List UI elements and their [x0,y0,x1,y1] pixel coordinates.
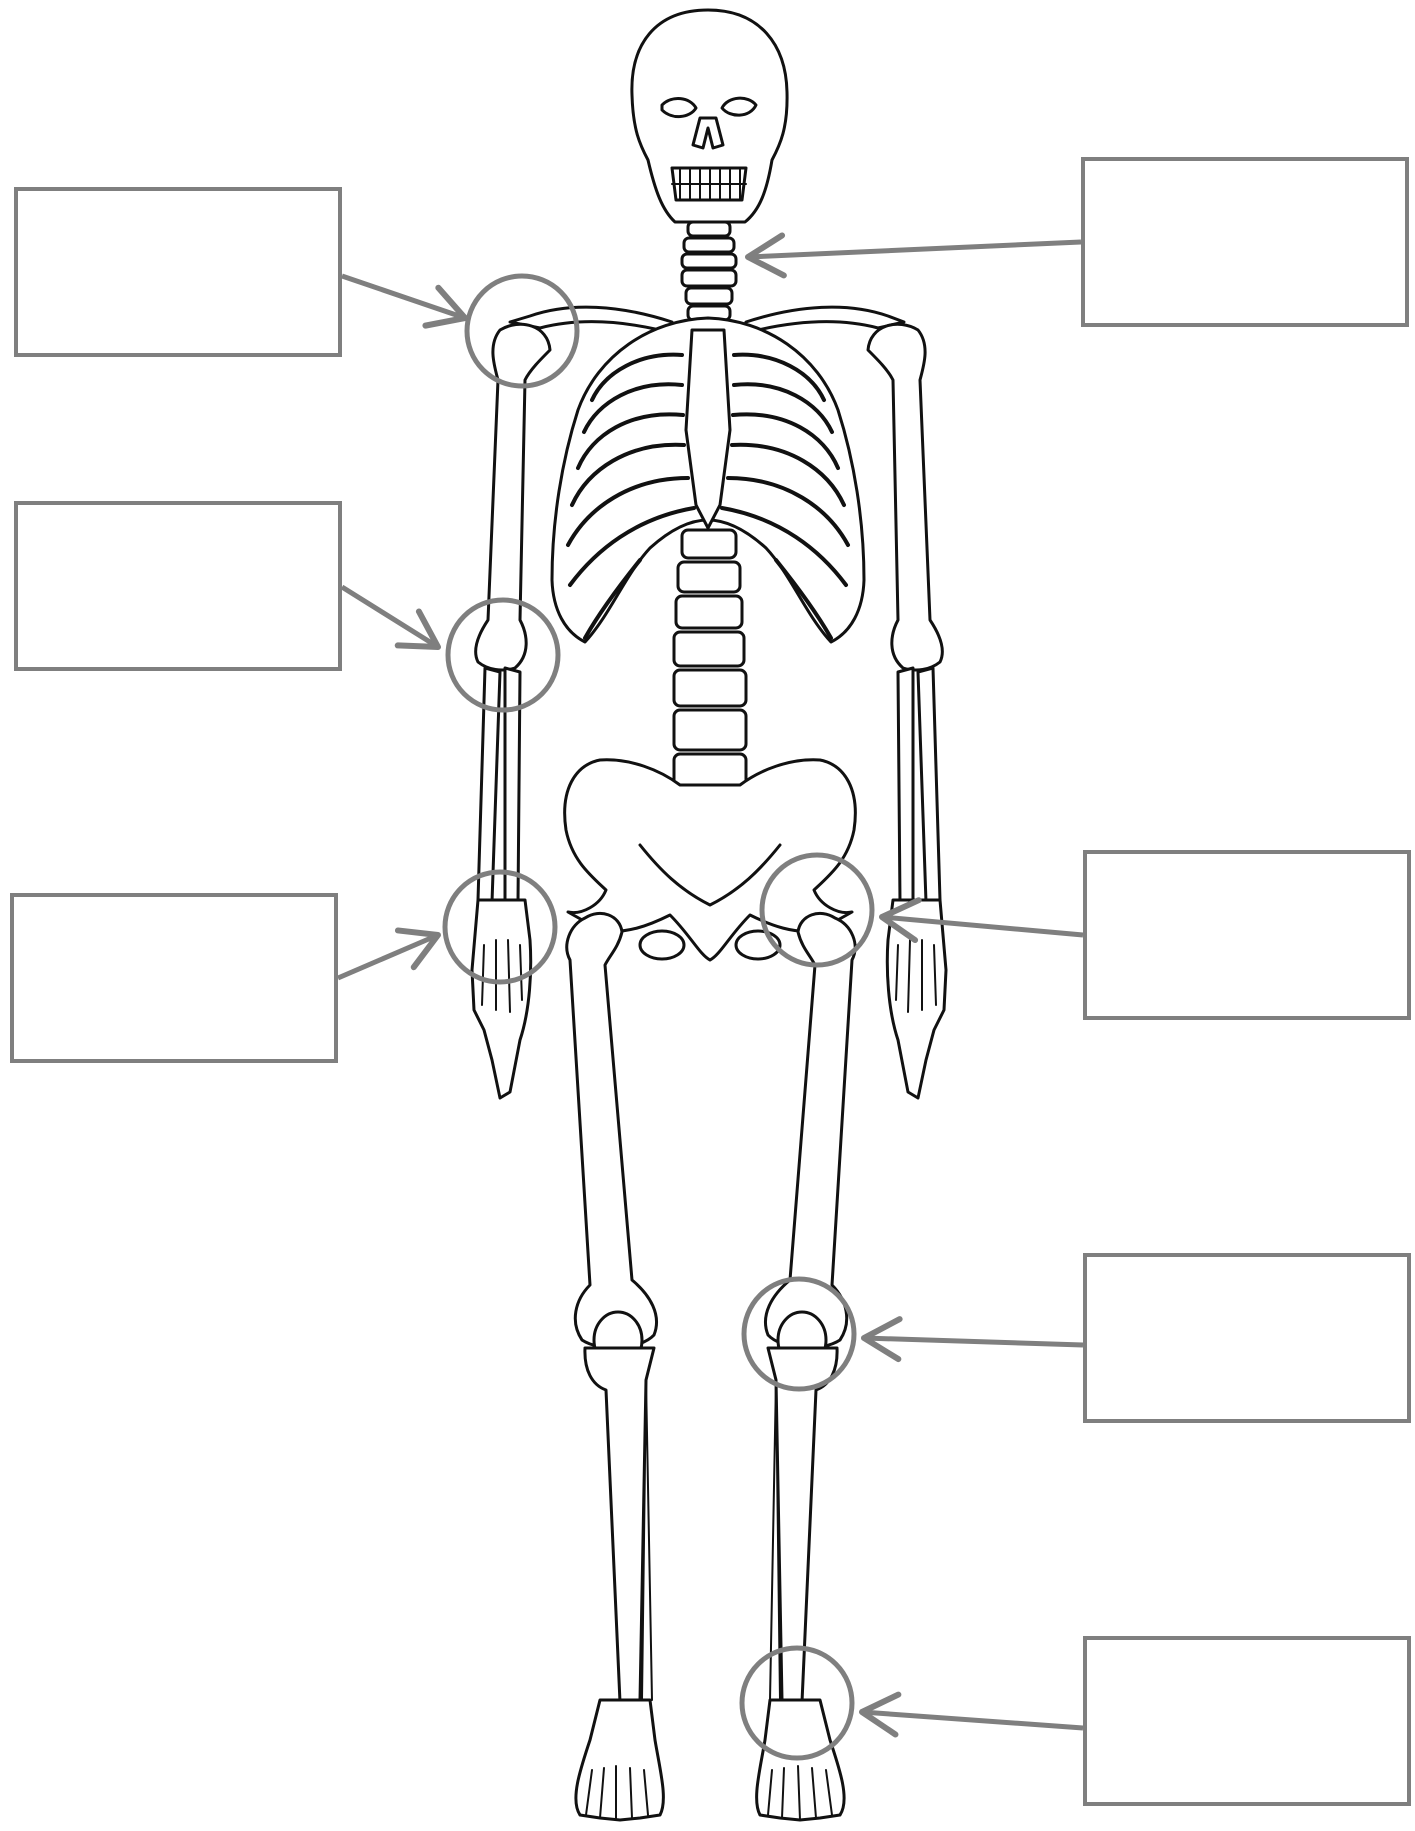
cervical-spine [682,222,736,320]
hip-label-box[interactable] [1083,850,1411,1020]
wrist-arrow [338,935,438,978]
ankle-arrow [862,1712,1083,1728]
elbow-arrow [342,587,438,647]
wrist-label-box[interactable] [10,893,338,1063]
lumbar-spine [674,530,746,790]
skull [632,10,787,222]
knee-arrow [864,1338,1083,1345]
neck-arrow [748,242,1081,257]
knee-label-box[interactable] [1083,1253,1411,1423]
neck-label-box[interactable] [1081,157,1409,327]
left-leg [567,913,664,1820]
elbow-label-box[interactable] [14,501,342,671]
shoulder-label-box[interactable] [14,187,342,357]
right-arm [868,324,946,1098]
shoulder-arrow [342,276,465,318]
ankle-label-box[interactable] [1083,1636,1411,1806]
